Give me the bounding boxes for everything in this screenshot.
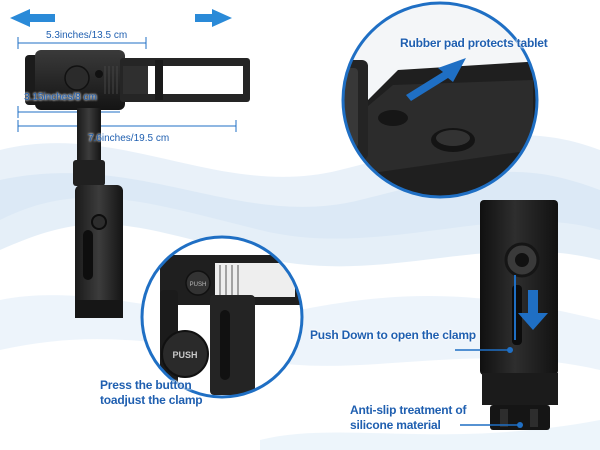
arrow-down-icon	[518, 290, 548, 330]
pointer-arrow-icon	[406, 58, 466, 101]
min-width-dimension-label: 3.15inches/8 cm	[24, 92, 97, 103]
push-large-text: PUSH	[172, 350, 197, 360]
max-width-dimension-label: 7.6inches/19.5 cm	[88, 133, 170, 144]
push-down-callout: Push Down to open the clamp	[310, 328, 476, 342]
press-button-line2: toadjust the clamp	[100, 393, 203, 407]
rubber-pad-callout: Rubber pad protects tablet	[400, 36, 548, 50]
dimension-arrows	[10, 9, 237, 132]
arrow-left-icon	[10, 9, 55, 27]
press-button-callout: Press the button toadjust the clamp	[100, 378, 203, 408]
tablet-holder-main	[25, 50, 250, 318]
tablet-holder-side	[480, 200, 558, 430]
anti-slip-line2: silicone material	[350, 418, 441, 432]
press-button-line1: Press the button	[100, 378, 192, 392]
rubber-pad-zoom	[341, 1, 539, 199]
push-button-large	[161, 330, 209, 378]
anti-slip-callout: Anti-slip treatment of silicone material	[350, 403, 466, 433]
push-button-zoom: PUSH PUSH	[140, 235, 304, 399]
arrow-right-icon	[195, 9, 232, 27]
height-dimension-label: 5.3inches/13.5 cm	[46, 30, 128, 41]
push-small-text: PUSH	[190, 282, 207, 288]
anti-slip-line1: Anti-slip treatment of	[350, 403, 467, 417]
